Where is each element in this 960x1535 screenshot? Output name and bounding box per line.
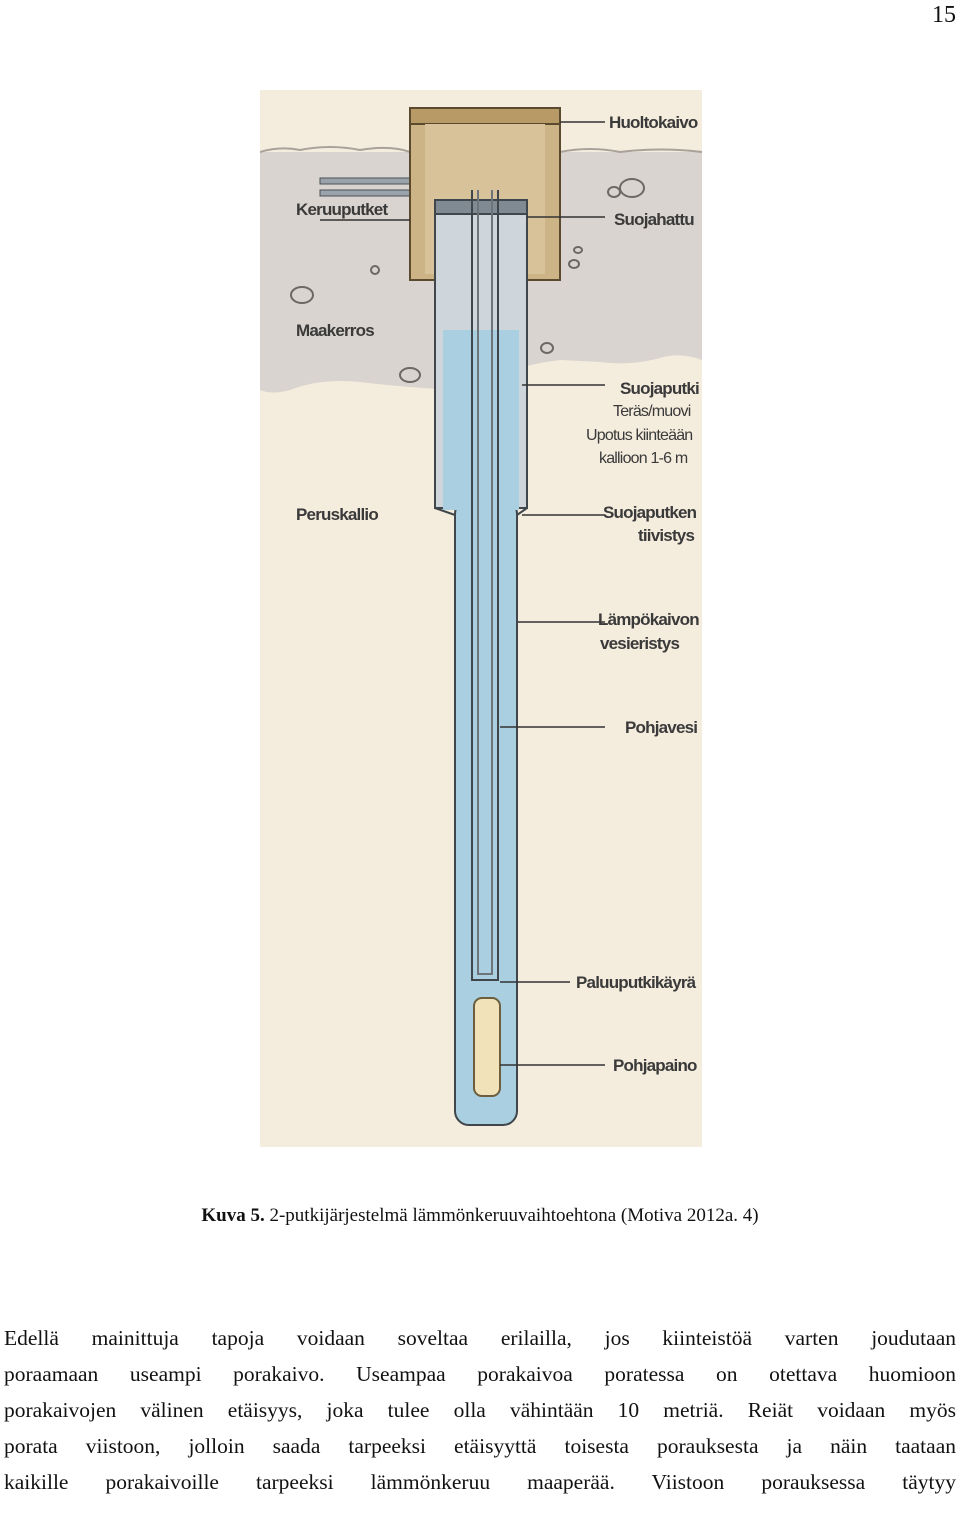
label-paluuputkikayra: Paluuputkikäyrä	[576, 973, 697, 992]
body-paragraph: Edellä mainittuja tapoja voidaan sovelta…	[4, 1320, 956, 1500]
borehole	[434, 199, 528, 1126]
caption-text: 2-putkijärjestelmä lämmönkeruuvaihtoehto…	[269, 1205, 759, 1226]
label-suojaputki-note-2: kallioon 1-6 m	[599, 450, 688, 467]
label-suojaputki-note-1: Upotus kiinteään	[586, 427, 692, 444]
bottom-weight	[473, 997, 501, 1097]
label-keruuputket: Keruuputket	[296, 200, 388, 219]
figure-caption: Kuva 5. 2-putkijärjestelmä lämmönkeruuva…	[0, 1204, 960, 1228]
label-tiivistys-1: Suojaputken	[603, 503, 697, 522]
borehole-diagram: Huoltokaivo Keruuputket Suojahattu Maake…	[260, 90, 702, 1147]
label-suojahattu: Suojahattu	[614, 210, 694, 229]
body-line: kaikille porakaivoille tarpeeksi lämmönk…	[4, 1470, 956, 1494]
soil-stones	[290, 178, 645, 383]
caption-label: Kuva 5.	[201, 1205, 265, 1226]
label-tiivistys-2: tiivistys	[638, 526, 694, 545]
label-huoltokaivo: Huoltokaivo	[609, 113, 698, 132]
body-line: poraamaan useampi porakaivo. Useampaa po…	[4, 1362, 956, 1386]
leader-lines	[320, 121, 605, 1066]
body-line: Edellä mainittuja tapoja voidaan sovelta…	[4, 1326, 956, 1350]
body-line: porakaivojen välinen etäisyys, joka tule…	[4, 1398, 956, 1422]
label-pohjapaino: Pohjapaino	[613, 1056, 697, 1075]
u-pipe-loop	[471, 190, 499, 981]
label-pohjavesi: Pohjavesi	[625, 718, 697, 737]
body-line: porata viistoon, jolloin saada tarpeeksi…	[4, 1434, 956, 1458]
label-suojaputki-material: Teräs/muovi	[613, 403, 691, 420]
page-number: 15	[932, 2, 956, 28]
label-vesieristys-2: vesieristys	[600, 634, 679, 653]
label-maakerros: Maakerros	[296, 321, 374, 340]
label-peruskallio: Peruskallio	[296, 505, 378, 524]
label-suojaputki: Suojaputki	[620, 379, 699, 398]
ground-surface	[260, 146, 702, 154]
label-vesieristys-1: Lämpökaivon	[598, 610, 699, 629]
